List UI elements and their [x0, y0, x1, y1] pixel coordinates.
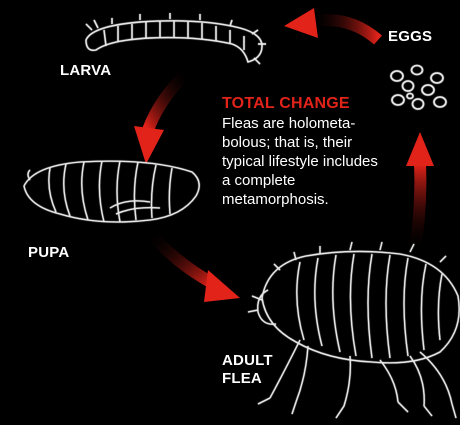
- cycle-arrow: [150, 232, 240, 302]
- adult-label-line2: FLEA: [222, 370, 302, 388]
- larva-label: LARVA: [60, 62, 111, 80]
- pupa-illustration: [24, 161, 199, 222]
- pupa-label: PUPA: [28, 244, 69, 262]
- adult-flea-label: ADULT FLEA: [222, 352, 302, 388]
- adult-flea-illustration: [248, 242, 459, 418]
- cycle-arrow: [406, 132, 434, 254]
- caption-box: TOTAL CHANGE Fleas are holometa-bolous; …: [222, 94, 382, 209]
- eggs-label: EGGS: [388, 28, 432, 46]
- eggs-illustration: [391, 66, 446, 110]
- caption-title: TOTAL CHANGE: [222, 94, 382, 113]
- adult-label-line1: ADULT: [222, 352, 302, 370]
- caption-body: Fleas are holometa-bolous; that is, thei…: [222, 114, 382, 209]
- larva-illustration: [86, 13, 266, 64]
- cycle-arrow: [134, 72, 188, 164]
- cycle-arrow: [284, 8, 378, 40]
